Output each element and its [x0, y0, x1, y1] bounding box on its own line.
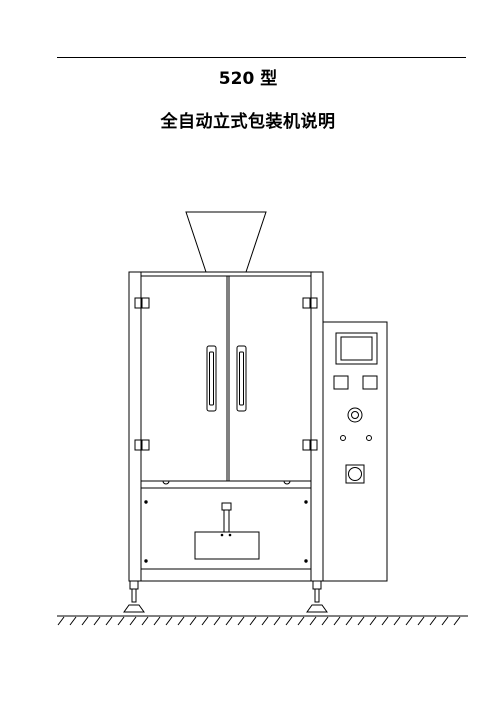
model-heading: 520 型	[218, 69, 278, 89]
hatch-tick	[189, 616, 197, 626]
hatch-tick	[333, 616, 341, 626]
hatch-tick	[81, 616, 89, 626]
hatch-tick	[225, 616, 233, 626]
selector-knob-outer	[347, 407, 363, 423]
hinge-bottom-right	[302, 439, 318, 451]
leg-left	[123, 580, 145, 613]
hinge-top-left	[134, 297, 150, 309]
touch-screen	[340, 336, 373, 361]
hatch-tick	[141, 616, 149, 626]
right-door-handle	[236, 345, 247, 412]
hopper	[185, 211, 267, 273]
hatch-tick	[405, 616, 413, 626]
bolt-upper-left	[144, 500, 148, 504]
hatch-tick	[429, 616, 437, 626]
bolt-upper-right	[304, 500, 308, 504]
selector-knob-inner	[351, 411, 359, 419]
lower-panel-lip-left	[162, 480, 170, 485]
hatch-tick	[321, 616, 329, 626]
hatch-tick	[57, 616, 65, 626]
document-title: 全自动立式包装机说明	[160, 112, 336, 132]
ground-hatching	[57, 616, 461, 626]
hatch-tick	[381, 616, 389, 626]
hatch-tick	[105, 616, 113, 626]
emergency-stop-button	[348, 467, 362, 481]
bolt-lower-right	[304, 559, 308, 563]
forming-tube	[223, 509, 230, 533]
hatch-tick	[309, 616, 317, 626]
cabinet-frame	[128, 271, 324, 582]
touch-screen-frame	[335, 332, 378, 365]
lower-panel-lip-right	[283, 480, 291, 485]
jaw-dot-right	[228, 533, 232, 537]
control-button-right	[362, 375, 378, 390]
hatch-tick	[177, 616, 185, 626]
bolt-lower-left	[144, 559, 148, 563]
hatch-tick	[417, 616, 425, 626]
hatch-tick	[249, 616, 257, 626]
sealing-jaw	[194, 531, 260, 560]
forming-tube-cap	[221, 502, 232, 511]
hatch-tick	[201, 616, 209, 626]
hatch-tick	[273, 616, 281, 626]
hatch-tick	[69, 616, 77, 626]
emergency-stop-housing	[345, 464, 365, 484]
hatch-tick	[369, 616, 377, 626]
header-rule	[57, 57, 466, 58]
hatch-tick	[297, 616, 305, 626]
hatch-tick	[237, 616, 245, 626]
indicator-light-right	[366, 435, 372, 441]
left-door-handle	[206, 345, 217, 412]
left-door-handle-inner	[209, 351, 214, 406]
hatch-tick	[393, 616, 401, 626]
hatch-tick	[261, 616, 269, 626]
hinge-top-right	[302, 297, 318, 309]
hatch-tick	[357, 616, 365, 626]
indicator-light-left	[340, 435, 346, 441]
hatch-tick	[345, 616, 353, 626]
hatch-tick	[129, 616, 137, 626]
hatch-tick	[285, 616, 293, 626]
right-door-handle-inner	[239, 351, 244, 406]
hinge-bottom-left	[134, 439, 150, 451]
hatch-tick	[165, 616, 173, 626]
control-button-left	[333, 375, 349, 390]
hatch-tick	[453, 616, 461, 626]
hatch-tick	[117, 616, 125, 626]
hatch-tick	[441, 616, 449, 626]
hatch-tick	[153, 616, 161, 626]
hatch-tick	[213, 616, 221, 626]
jaw-dot-left	[220, 533, 224, 537]
hatch-tick	[93, 616, 101, 626]
control-box	[322, 321, 388, 582]
leg-right	[306, 580, 328, 613]
